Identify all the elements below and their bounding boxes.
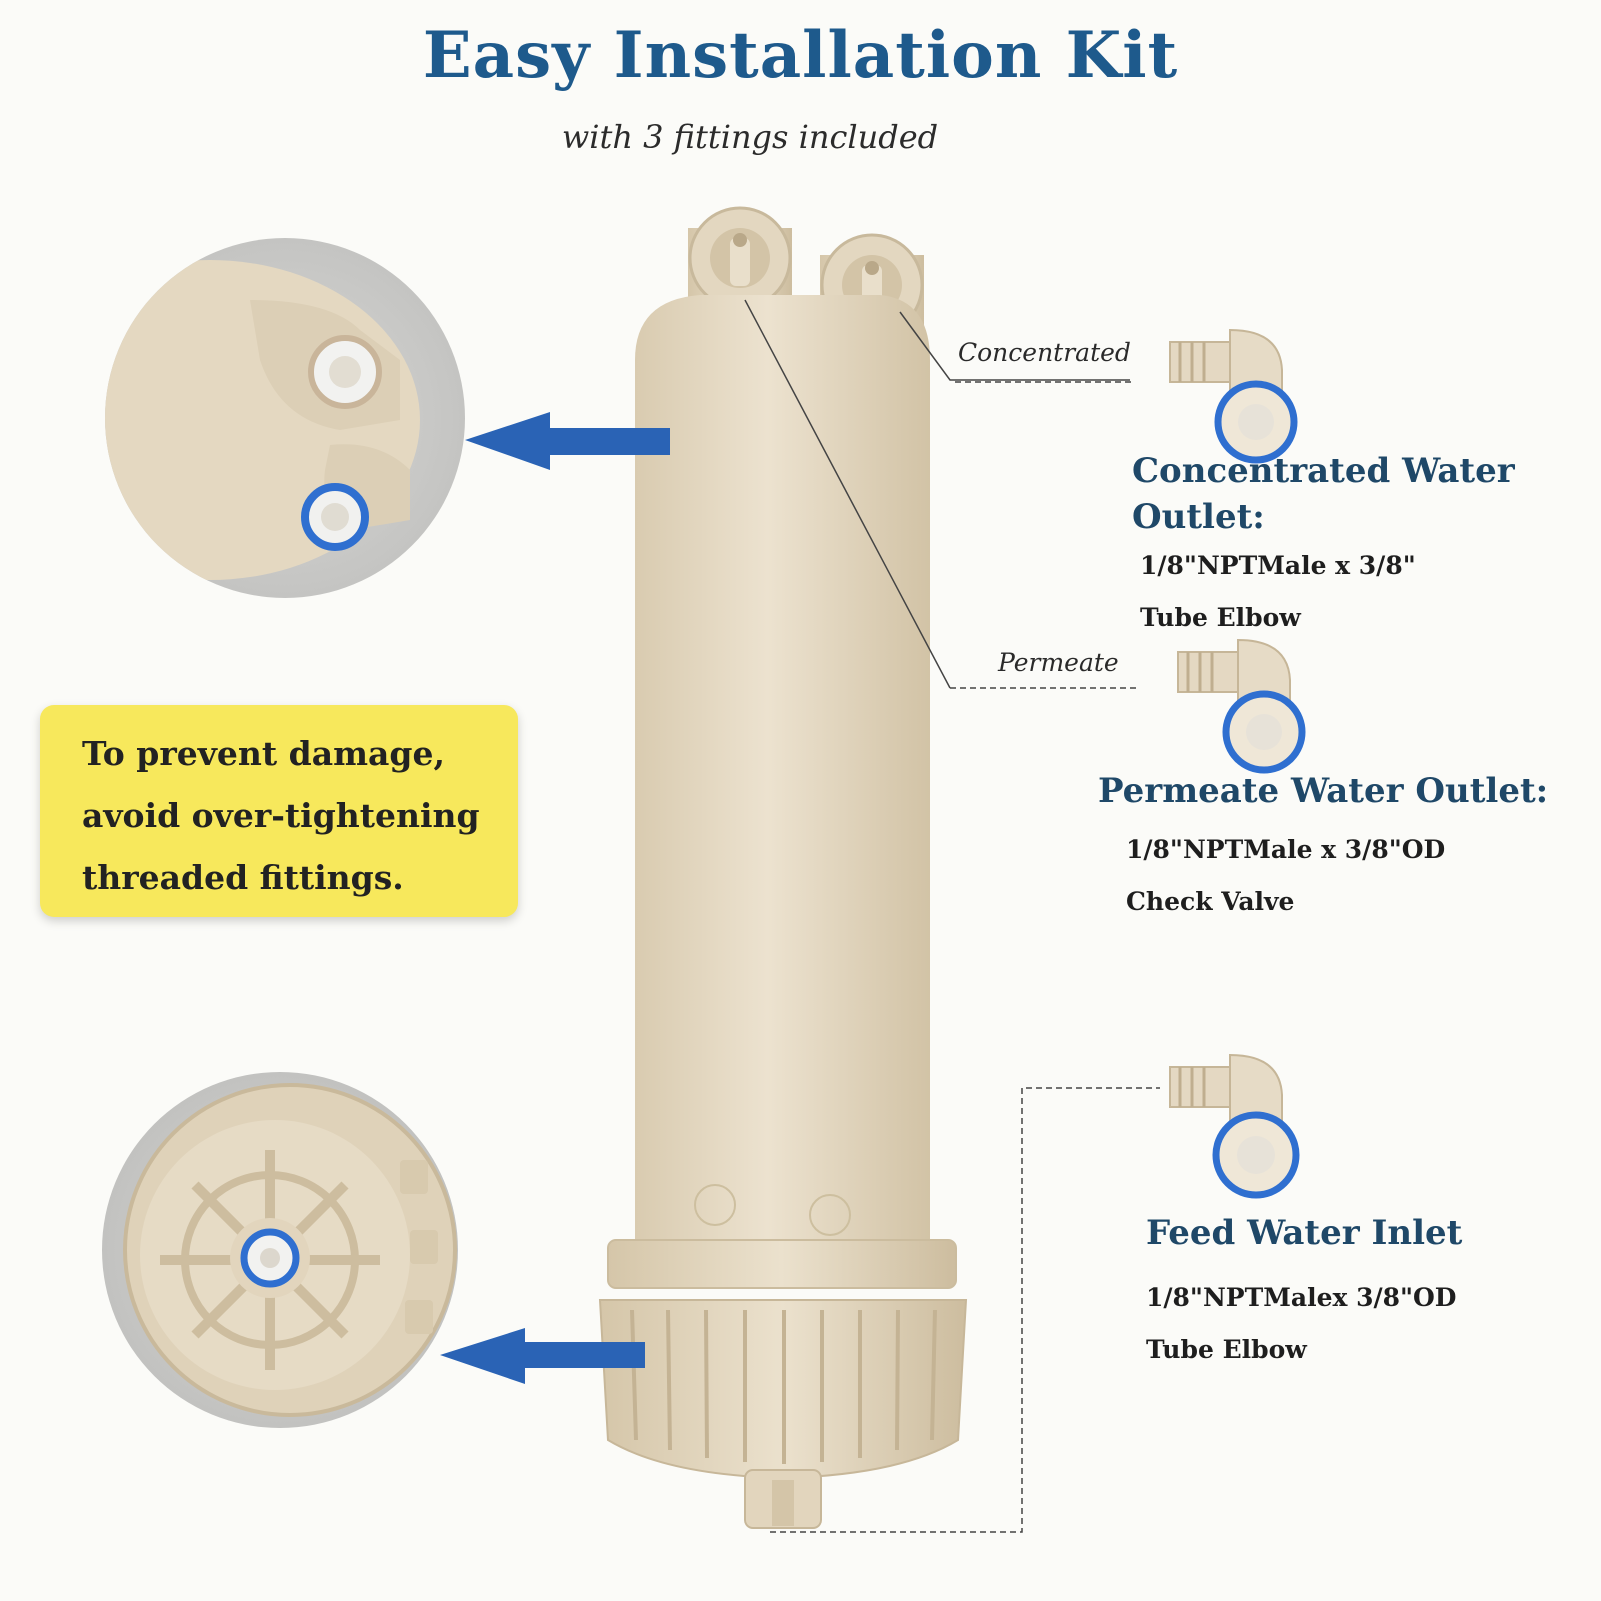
warning-text: To prevent damage, avoid over-tightening… <box>82 734 480 897</box>
membrane-housing <box>598 206 968 1529</box>
concentrated-outlet-spec: 1/8"NPTMale x 3/8" Tube Elbow <box>1140 551 1416 632</box>
feed-inlet-spec: 1/8"NPTMalex 3/8"OD Tube Elbow <box>1146 1283 1457 1364</box>
arrow-left-icon <box>440 1328 645 1384</box>
permeate-line-label: Permeate <box>998 648 1119 677</box>
concentrate-port <box>688 206 792 318</box>
leader-lines <box>744 299 1160 1533</box>
permeate-outlet-spec: 1/8"NPTMale x 3/8"OD Check Valve <box>1126 835 1446 916</box>
elbow-fitting-icon <box>1169 1053 1300 1199</box>
permeate-outlet-heading: Permeate Water Outlet: <box>1098 771 1549 811</box>
concentrated-line-label: Concentrated <box>958 338 1131 367</box>
zoom-detail-circle-bottom <box>102 1072 458 1428</box>
concentrated-outlet-heading: Concentrated Water Outlet: <box>1132 451 1515 537</box>
elbow-fitting-icon <box>1177 638 1306 774</box>
feed-inlet-heading: Feed Water Inlet <box>1146 1213 1463 1253</box>
zoom-detail-circle-top <box>105 238 465 598</box>
page-subtitle: with 3 fittings included <box>561 118 939 156</box>
arrow-left-icon <box>465 412 670 470</box>
page-title: Easy Installation Kit <box>422 18 1179 93</box>
elbow-fitting-icon <box>1169 328 1298 464</box>
warning-note: To prevent damage, avoid over-tightening… <box>40 705 518 917</box>
